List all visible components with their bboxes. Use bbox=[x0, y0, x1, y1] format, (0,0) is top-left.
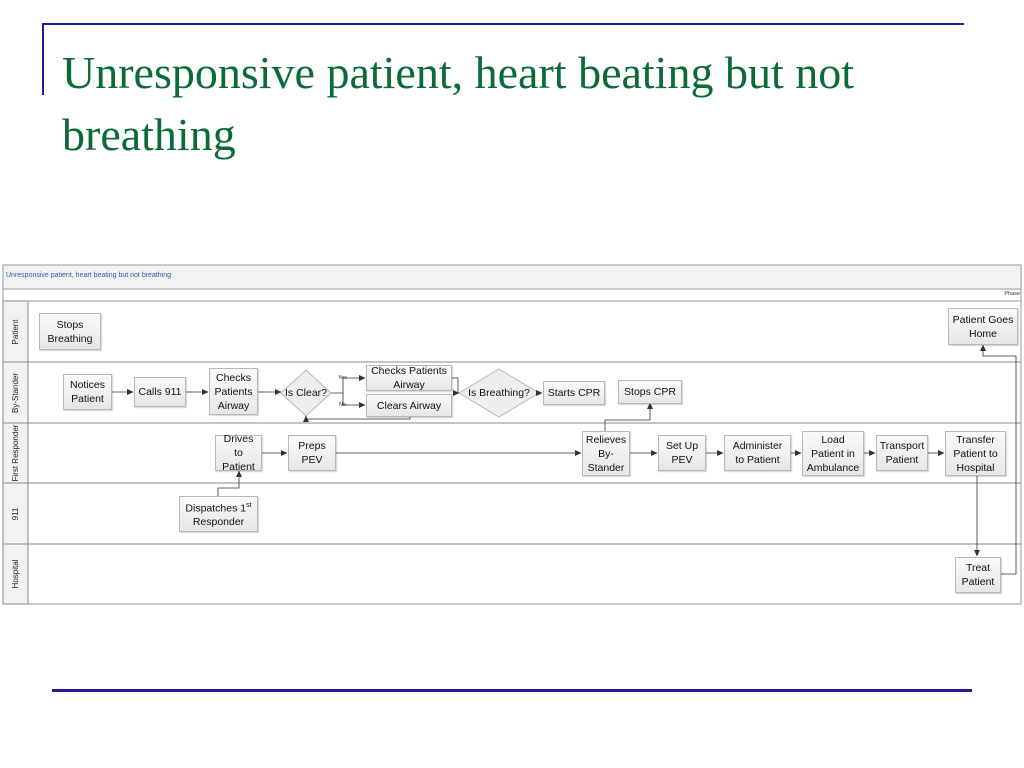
pool-frame bbox=[2, 264, 1022, 605]
left-rule bbox=[42, 23, 44, 95]
checks-patients-airway-node: Checks Patients Airway bbox=[209, 368, 258, 415]
set-up-pev-node: Set Up PEV bbox=[658, 435, 706, 471]
transport-patient-node: Transport Patient bbox=[876, 435, 928, 471]
administer-to-patient-node: Administer to Patient bbox=[724, 435, 791, 471]
lane-label-hospital: Hospital bbox=[10, 559, 20, 589]
bottom-rule bbox=[52, 689, 972, 692]
lane-label-column bbox=[2, 300, 29, 605]
treat-patient-node: Treat Patient bbox=[955, 557, 1001, 593]
connector bbox=[217, 470, 242, 496]
notices-patient-node: Notices Patient bbox=[63, 374, 112, 410]
edge-label-yes: Yes bbox=[338, 375, 347, 381]
connector bbox=[980, 344, 1017, 575]
connector-yes bbox=[331, 375, 366, 394]
top-rule bbox=[44, 23, 964, 25]
pool-title: Unresponsive patient, heart beating but … bbox=[6, 272, 172, 279]
slide-title: Unresponsive patient, heart beating but … bbox=[62, 47, 855, 160]
pool-header bbox=[2, 264, 1022, 290]
stops-cpr-node: Stops CPR bbox=[618, 380, 682, 404]
dispatches-line1: Dispatches 1st bbox=[185, 501, 252, 515]
patient-goes-home-node: Patient Goes Home bbox=[948, 308, 1018, 345]
dispatches-1st-responder-node: Dispatches 1st Responder bbox=[179, 496, 258, 532]
is-breathing-label: Is Breathing? bbox=[468, 387, 530, 399]
load-patient-in-ambulance-node: Load Patient in Ambulance bbox=[802, 431, 864, 476]
transfer-patient-to-hospital-node: Transfer Patient to Hospital bbox=[945, 431, 1006, 476]
dispatches-line2: Responder bbox=[192, 516, 245, 529]
connector-no bbox=[342, 393, 366, 408]
connector bbox=[604, 402, 653, 431]
preps-pev-node: Preps PEV bbox=[288, 435, 336, 471]
lane-label-911: 911 bbox=[10, 507, 20, 521]
clears-airway-node: Clears Airway bbox=[366, 394, 452, 417]
edge-label-no: No bbox=[339, 402, 347, 408]
is-clear-label: Is Clear? bbox=[284, 387, 327, 399]
connector bbox=[452, 377, 460, 396]
lane-label-patient: Patient bbox=[10, 319, 20, 345]
dispatches-superscript: st bbox=[246, 501, 252, 509]
lane-label-by-stander: By-Stander bbox=[10, 372, 20, 414]
starts-cpr-node: Starts CPR bbox=[543, 381, 605, 405]
phase-label: Phase bbox=[1004, 291, 1020, 297]
lane-label-first-responder: First Responder bbox=[10, 424, 20, 482]
connector bbox=[303, 415, 411, 422]
phase-band bbox=[2, 288, 1022, 302]
is-breathing-decision bbox=[458, 368, 540, 418]
calls-911-node: Calls 911 bbox=[134, 377, 186, 407]
checks-patients-airway-2-node: Checks Patients Airway bbox=[366, 365, 452, 391]
stops-breathing-node: Stops Breathing bbox=[39, 313, 101, 350]
relieves-by-stander-node: Relieves By-Stander bbox=[582, 431, 630, 476]
drives-to-patient-node: Drives to Patient bbox=[215, 433, 262, 473]
